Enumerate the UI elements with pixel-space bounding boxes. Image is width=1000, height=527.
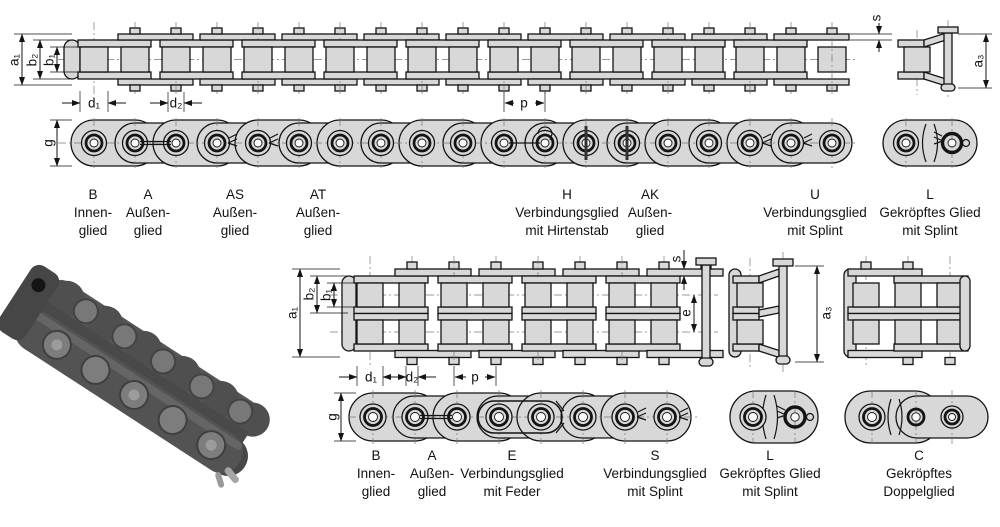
link-letter: U — [810, 187, 820, 202]
dim-label-b1-simplex: b₁ — [41, 53, 57, 67]
link-label-duplex-S: S Verbindungsglied mit Splint — [603, 448, 707, 499]
simplex-plan-view — [58, 116, 858, 170]
simplex-dimension-lines — [14, 23, 992, 167]
dim-label-b1-duplex: b₁ — [318, 288, 334, 302]
simplex-cranked-link-side-view — [897, 20, 959, 100]
link-label-duplex-C: C Gekröpftes Doppelglied — [883, 448, 955, 499]
simplex-cranked-link-plan-view — [882, 118, 978, 168]
link-letter: L — [766, 448, 774, 463]
dim-label-p-duplex: p — [471, 369, 479, 385]
link-letter: B — [371, 448, 381, 463]
dim-label-a3-simplex: a₃ — [970, 54, 986, 68]
duplex-cranked-link-plan-view — [729, 390, 819, 444]
link-letter: C — [914, 448, 924, 463]
link-letter: L — [926, 187, 934, 202]
link-label-simplex-B: B Innen- glied — [73, 187, 113, 238]
dim-label-e-duplex: e — [678, 309, 694, 317]
link-letter: AK — [640, 187, 659, 202]
link-letter: S — [650, 448, 660, 463]
link-label-simplex-AT: AT Außen- glied — [295, 187, 341, 238]
dim-label-d1-duplex: d₁ — [364, 369, 378, 385]
dim-label-a1-simplex: a₁ — [6, 53, 22, 67]
link-label-simplex-U: U Verbindungsglied mit Splint — [763, 187, 867, 238]
dim-label-p-simplex: p — [520, 95, 528, 111]
dim-label-g-duplex: g — [324, 413, 340, 421]
link-letter: H — [562, 187, 572, 202]
link-label-duplex-A: A Außen- glied — [409, 448, 455, 499]
duplex-chain-photo — [0, 264, 270, 488]
dim-label-a3-duplex: a₃ — [818, 306, 834, 320]
duplex-dimension-lines — [292, 250, 824, 442]
link-label-simplex-L: L Gekröpftes Glied mit Splint — [879, 187, 981, 238]
duplex-side-view — [330, 255, 724, 369]
duplex-cranked-link-side-view — [728, 252, 794, 372]
duplex-plan-view — [348, 388, 700, 446]
link-label-simplex-AK: AK Außen- glied — [627, 187, 673, 238]
link-label-duplex-E: E Verbindungsglied mit Feder — [460, 448, 564, 499]
simplex-side-view — [58, 21, 856, 98]
link-letter: AT — [309, 187, 327, 202]
dim-label-g-simplex: g — [40, 139, 56, 147]
dim-label-b2-duplex: b₂ — [301, 287, 317, 301]
link-letter: E — [507, 448, 517, 463]
link-label-duplex-B: B Innen- glied — [356, 448, 396, 499]
duplex-double-cranked-link-plan-view — [844, 390, 989, 444]
link-label-simplex-AS: AS Außen- glied — [212, 187, 258, 238]
link-letter: B — [88, 187, 98, 202]
link-label-simplex-H: H Verbindungsglied mit Hirtenstab — [515, 187, 619, 238]
link-label-simplex-A: A Außen- glied — [125, 187, 171, 238]
dim-label-s-duplex: s — [668, 255, 684, 263]
duplex-double-cranked-link-side-view — [843, 256, 971, 368]
dim-label-a1-duplex: a₁ — [284, 306, 300, 320]
dim-label-b2-simplex: b₂ — [24, 53, 40, 67]
link-letter: A — [143, 187, 153, 202]
dim-label-s-simplex: s — [868, 14, 884, 22]
link-letter: A — [427, 448, 437, 463]
link-letter: AS — [225, 187, 244, 202]
dim-label-d2-duplex: d₂ — [405, 369, 419, 385]
link-label-duplex-L: L Gekröpftes Glied mit Splint — [719, 448, 821, 499]
dim-label-d2-simplex: d₂ — [169, 95, 183, 111]
dim-label-d1-simplex: d₁ — [87, 95, 101, 111]
